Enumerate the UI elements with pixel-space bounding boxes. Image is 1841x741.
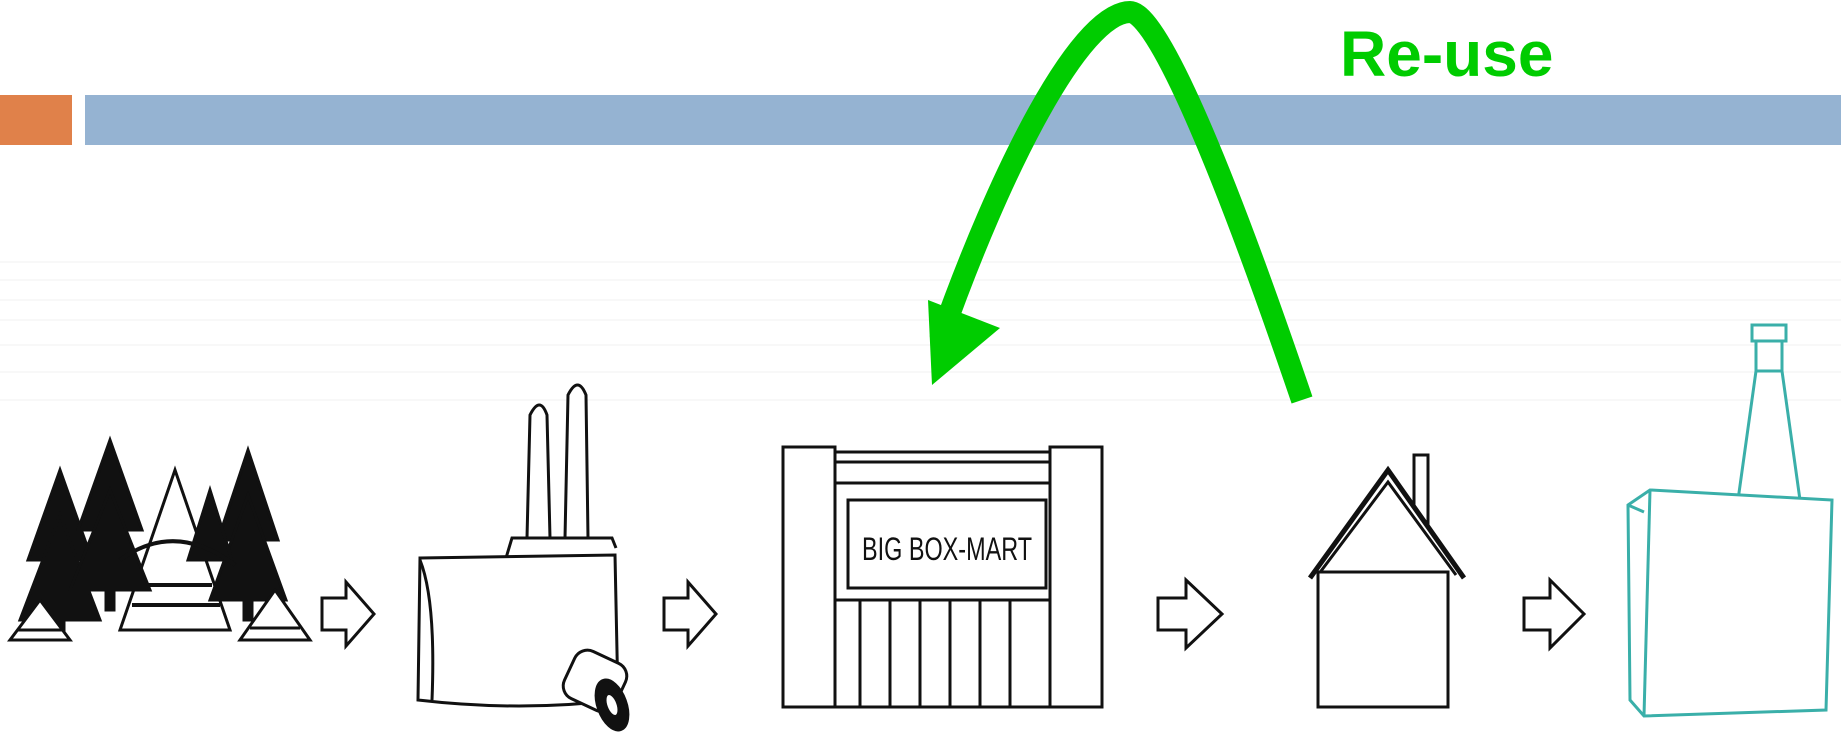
- landfill-smokestack-icon: [1628, 325, 1832, 716]
- reuse-label: Re-use: [1340, 22, 1553, 86]
- flow-arrow-4: [1524, 580, 1584, 648]
- house-icon: [1310, 455, 1464, 707]
- factory-icon: [418, 385, 634, 734]
- forest-mountain-icon: [10, 440, 310, 640]
- flow-arrow-2: [664, 582, 716, 646]
- flow-arrow-1: [322, 582, 374, 646]
- header-title-bar: [85, 95, 1841, 145]
- reuse-arrow: [928, 12, 1302, 400]
- background-texture: [0, 262, 1841, 400]
- store-sign-text: BIG BOX-MART: [862, 531, 1032, 567]
- flow-arrow-3: [1158, 580, 1222, 648]
- header-accent-block: [0, 95, 72, 145]
- store-icon: [783, 447, 1102, 707]
